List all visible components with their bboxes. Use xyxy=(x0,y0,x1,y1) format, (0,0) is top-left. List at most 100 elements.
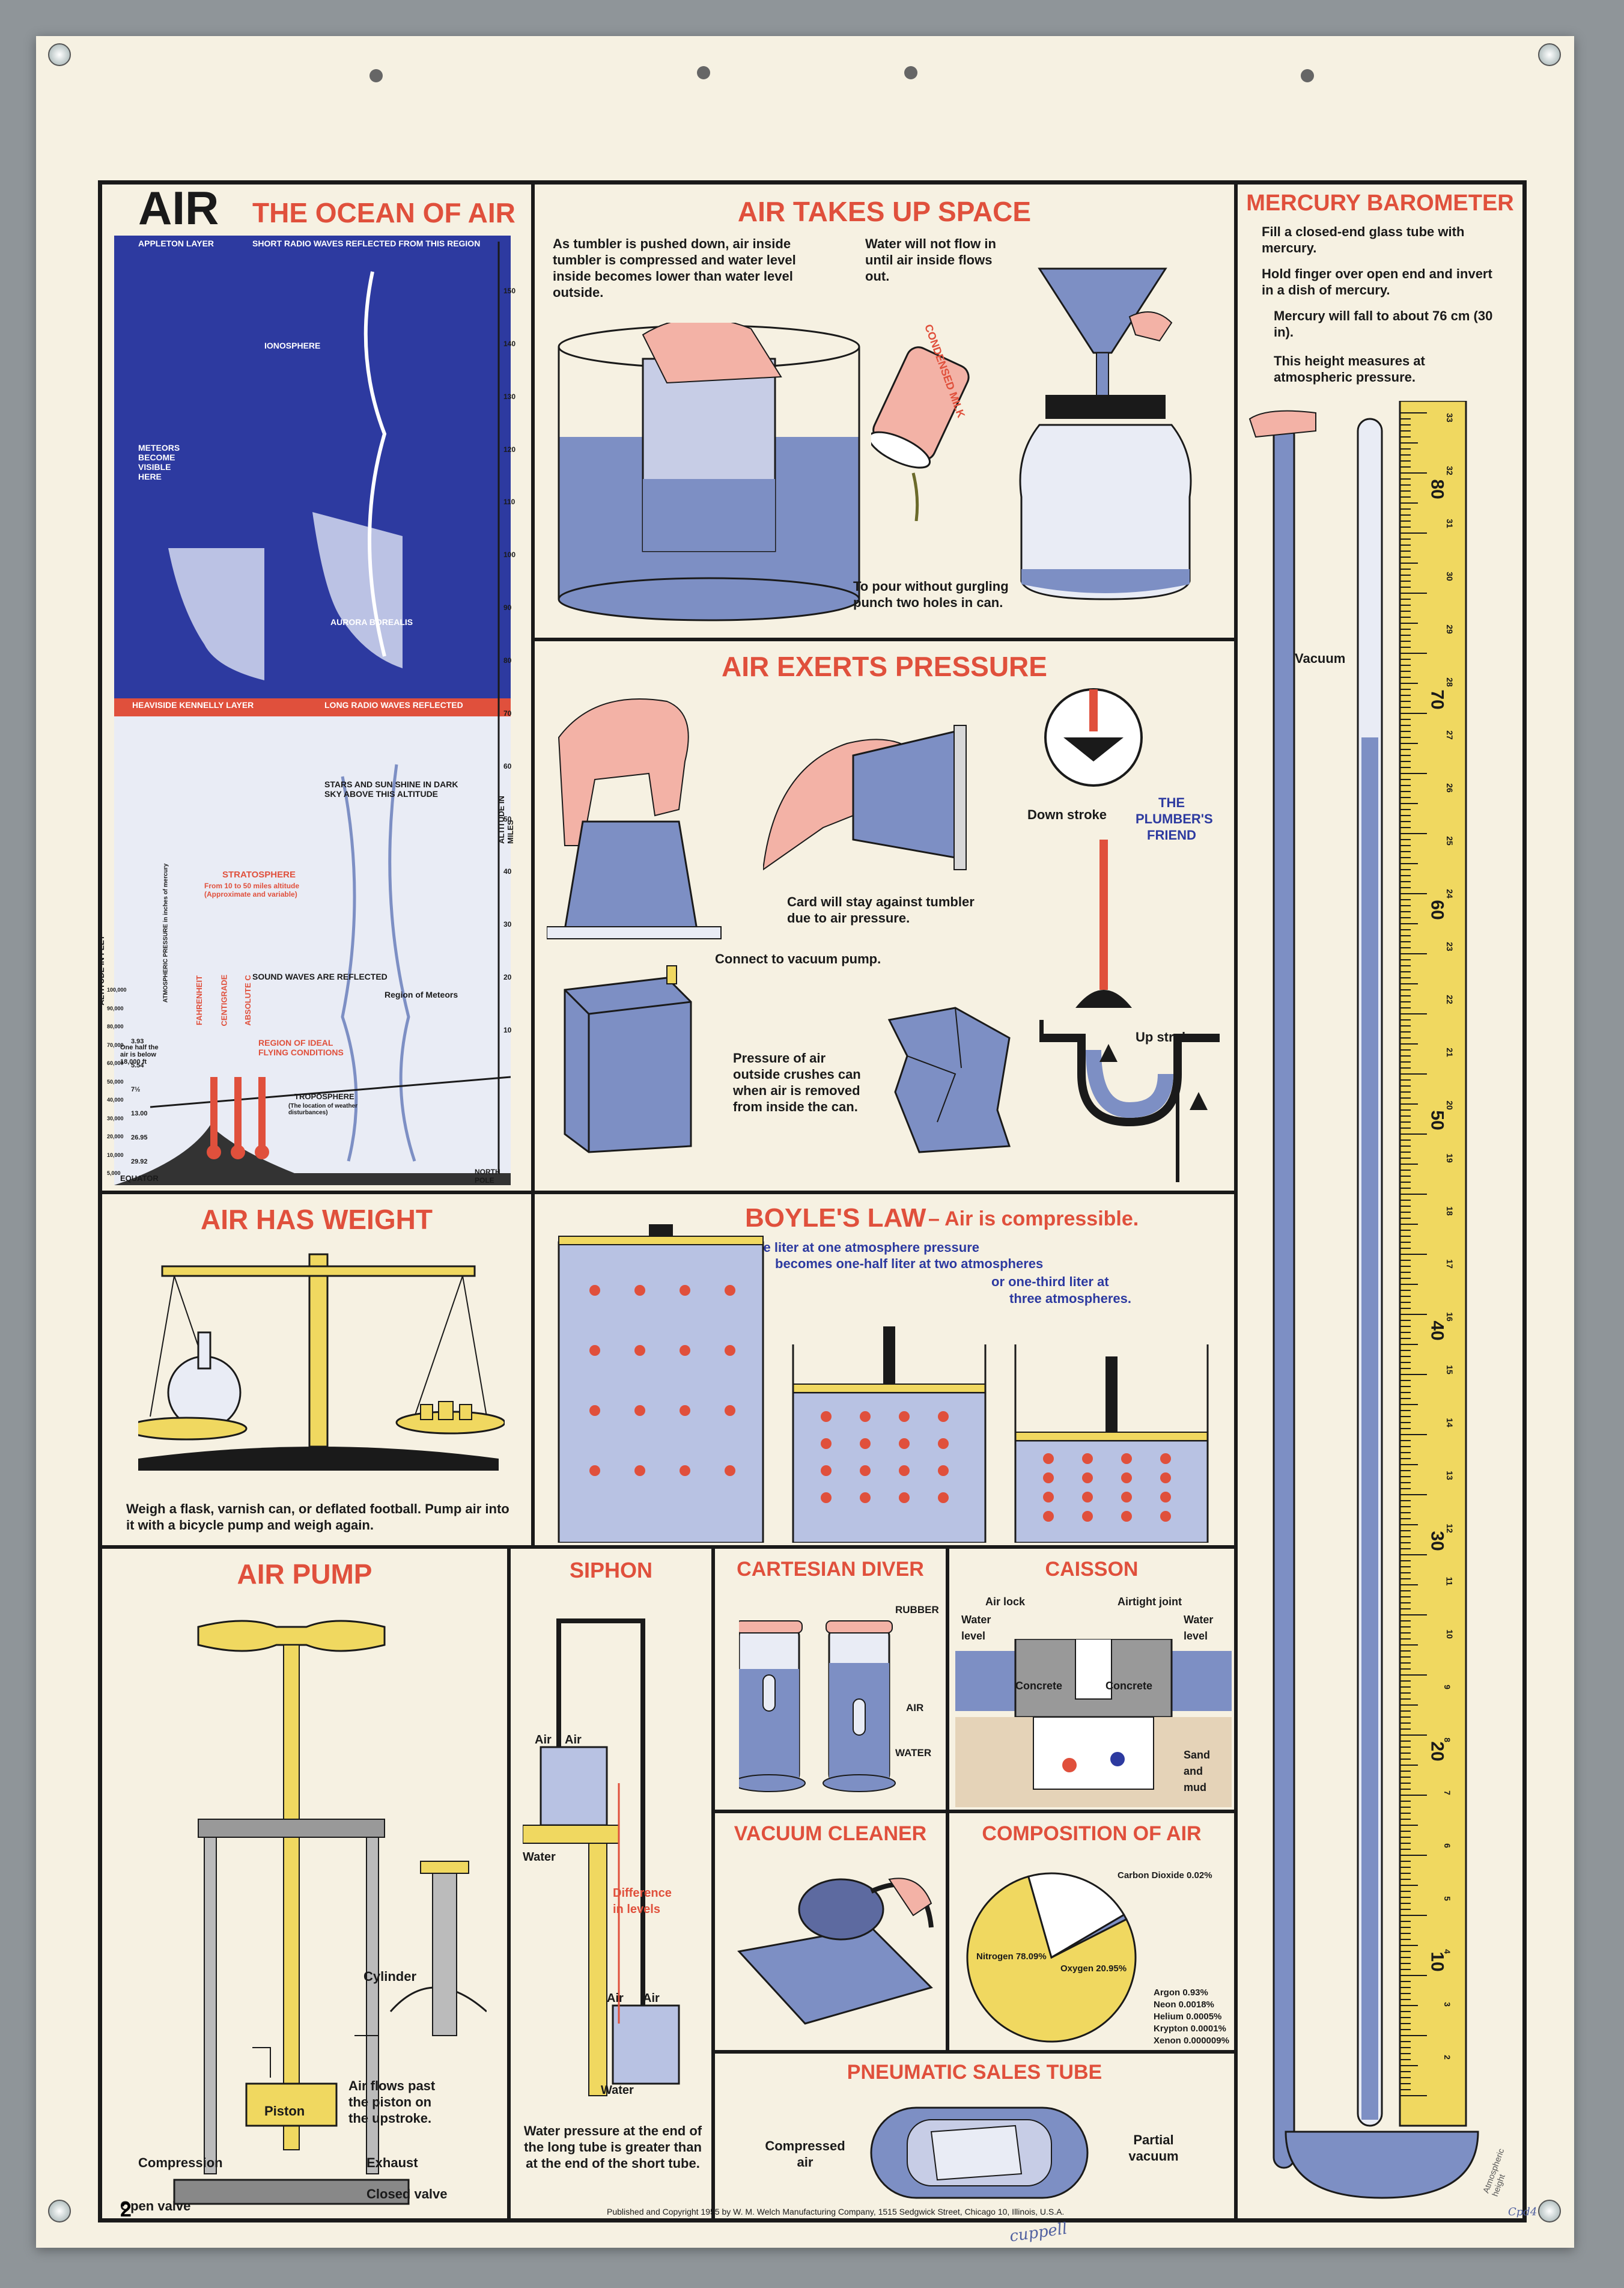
open-valve-label: Open valve xyxy=(120,2198,191,2213)
vacuum-pump-label: Connect to vacuum pump. xyxy=(715,951,881,966)
air-molecule-dot xyxy=(821,1492,832,1503)
axis-tick-label: 100,000 xyxy=(107,987,127,993)
absolute-label: ABSOLUTE C xyxy=(243,975,252,1026)
ruler-cm-label: 10 xyxy=(1427,1951,1447,1972)
funnel-bottle-illustration xyxy=(1019,267,1192,600)
ruler-inch-label: 14 xyxy=(1444,1418,1455,1427)
ruler-inch-label: 4 xyxy=(1442,1949,1452,1954)
air-molecule-dot xyxy=(634,1285,645,1296)
concrete-label: Concrete xyxy=(1105,1680,1153,1692)
rubber-label: RUBBER xyxy=(895,1604,939,1615)
air-molecule-dot xyxy=(589,1345,600,1356)
siphon-water-label: Water xyxy=(523,1850,556,1864)
boyle-panel: BOYLE'S LAW – Air is compressible. One l… xyxy=(533,1192,1236,1547)
heaviside-label: HEAVISIDE KENNELLY LAYER xyxy=(132,700,254,710)
airflow-caption: Air flows past the piston on the upstrok… xyxy=(348,2078,436,2126)
pneumatic-panel: PNEUMATIC SALES TUBE Compressed air Part… xyxy=(713,2052,1236,2220)
pie-slice xyxy=(1051,1913,1128,1959)
plumber-drain-illustration xyxy=(1039,840,1220,1182)
ideal-flying-label: REGION OF IDEAL FLYING CONDITIONS xyxy=(258,1038,344,1057)
air-molecule-dot xyxy=(1160,1472,1171,1483)
co2-label: Carbon Dioxide 0.02% xyxy=(1118,1870,1212,1881)
air-molecule-dot xyxy=(938,1492,949,1503)
weight-panel: AIR HAS WEIGHT Weigh a flask, varnish ca… xyxy=(100,1192,533,1547)
siphon-air-label: Air xyxy=(535,1733,552,1747)
air-molecule-dot xyxy=(1121,1492,1132,1502)
handwritten-note: cuppell xyxy=(1008,2219,1069,2246)
pump-title: AIR PUMP xyxy=(237,1558,373,1590)
siphon-illustration xyxy=(523,1618,680,2096)
axis-tick-label: 150 xyxy=(503,287,516,295)
water-level-label: Water level xyxy=(1184,1614,1214,1642)
vacuum-cleaner-illustration xyxy=(737,1878,934,2025)
card-caption: Card will stay against tumbler due to ai… xyxy=(787,894,975,926)
meteors-label: METEORS BECOME VISIBLE HERE xyxy=(138,443,180,481)
air-molecule-dot xyxy=(821,1465,832,1476)
push-pin-icon xyxy=(48,2200,71,2222)
partial-vacuum-label: Partial vacuum xyxy=(1128,2132,1179,2164)
ruler-inch-label: 25 xyxy=(1444,836,1455,846)
air-molecule-dot xyxy=(634,1345,645,1356)
airlock-label: Air lock xyxy=(985,1596,1026,1608)
axis-tick-label: 20,000 xyxy=(107,1133,124,1139)
push-pin-icon xyxy=(48,43,71,66)
ruler-inch-label: 24 xyxy=(1444,889,1455,898)
ruler-inch-label: 16 xyxy=(1444,1312,1455,1322)
tumbler-caption: As tumbler is pushed down, air inside tu… xyxy=(553,236,796,300)
axis-tick-label: 10 xyxy=(503,1026,512,1034)
axis-tick-label: 140 xyxy=(503,339,516,348)
concrete-label: Concrete xyxy=(1015,1680,1063,1692)
air-molecule-dot xyxy=(938,1438,949,1449)
handwritten-note: Cpd4 xyxy=(1508,2206,1537,2218)
axis-tick-label: 10,000 xyxy=(107,1152,124,1158)
poster: AIR THE OCEAN OF AIR xyxy=(36,36,1574,2248)
diver-panel: CARTESIAN DIVER RUBBER AIR WATER xyxy=(713,1547,947,1811)
tumbler-illustration xyxy=(558,323,860,621)
main-title: AIR xyxy=(138,183,219,234)
ruler-cm-label: 70 xyxy=(1427,689,1447,710)
compression-label: Compression xyxy=(138,2155,223,2170)
ruler-inch-label: 5 xyxy=(1442,1896,1452,1901)
axis-tick-label: 50,000 xyxy=(107,1078,124,1085)
air-molecule-dot xyxy=(589,1405,600,1416)
aurora-label: AURORA BOREALIS xyxy=(330,617,413,627)
siphon-air-label: Air xyxy=(643,1992,660,2005)
appleton-label: APPLETON LAYER xyxy=(138,239,214,248)
balance-scale-illustration xyxy=(138,1253,505,1471)
pie-slice xyxy=(1027,1872,1125,1959)
space-panel: AIR TAKES UP SPACE As tumbler is pushed … xyxy=(533,183,1236,639)
ruler-inch-label: 19 xyxy=(1444,1153,1455,1163)
ruler-inch-label: 2 xyxy=(1442,2055,1452,2060)
siphon-air-label: Air xyxy=(607,1992,624,2005)
ruler-inch-label: 18 xyxy=(1444,1206,1455,1216)
boyle-line-2: becomes one-half liter at two atmosphere… xyxy=(775,1256,1044,1271)
composition-title: COMPOSITION OF AIR xyxy=(982,1822,1202,1845)
argon-label: Argon 0.93% xyxy=(1154,1988,1208,1998)
barometer-step-3: Mercury will fall to about 76 cm (30 in)… xyxy=(1274,308,1493,340)
ruler-inch-label: 12 xyxy=(1444,1524,1455,1533)
vacuum-label: Vacuum xyxy=(1295,651,1346,666)
ruler-cm-label: 60 xyxy=(1427,900,1447,920)
punch-hole xyxy=(1301,69,1314,82)
difference-label: Difference in levels xyxy=(613,1887,672,1916)
axis-tick-label: 40,000 xyxy=(107,1097,124,1103)
atmosphere-diagram xyxy=(114,236,511,1185)
punch-hole xyxy=(697,66,710,79)
copyright-line: Published and Copyright 1955 by W. M. We… xyxy=(607,2207,1065,2216)
siphon-caption: Water pressure at the end of the long tu… xyxy=(523,2123,702,2171)
air-molecule-dot xyxy=(899,1492,910,1503)
air-molecule-dot xyxy=(680,1465,690,1476)
ruler-inch-label: 29 xyxy=(1444,624,1455,634)
air-molecule-dot xyxy=(821,1411,832,1422)
sound-label: SOUND WAVES ARE REFLECTED xyxy=(252,972,388,981)
pour-caption: To pour without gurgling punch two holes… xyxy=(853,579,1009,610)
diver-illustration xyxy=(739,1620,896,1792)
boyle-line-1: One liter at one atmosphere pressure xyxy=(745,1240,980,1255)
stratosphere-note: From 10 to 50 miles altitude (Approximat… xyxy=(204,882,300,898)
composition-panel: COMPOSITION OF AIR Nitrogen 78.09% Oxyge… xyxy=(947,1811,1236,2052)
one-half-label: One half the air is below 18,000 ft xyxy=(120,1044,159,1066)
air-molecule-dot xyxy=(680,1405,690,1416)
crush-caption: Pressure of air outside crushes can when… xyxy=(733,1051,861,1114)
axis-tick-label: 60 xyxy=(503,761,512,770)
air-molecule-dot xyxy=(860,1492,871,1503)
